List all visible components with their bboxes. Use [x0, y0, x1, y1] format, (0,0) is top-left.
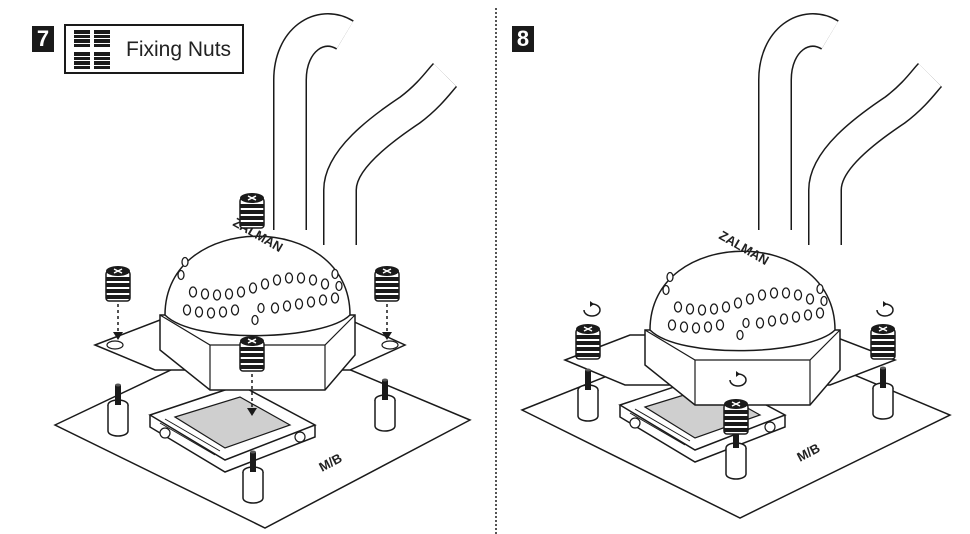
fixing-nut [870, 323, 896, 360]
fixing-nuts-label: Fixing Nuts [126, 38, 232, 61]
rotate-arrow-icon [583, 300, 601, 317]
fixing-nut [575, 323, 601, 360]
step-divider [495, 8, 497, 534]
fixing-nut [105, 265, 131, 302]
fixing-nuts-icon [74, 30, 110, 69]
fixing-nuts-legend: Fixing Nuts [64, 24, 244, 74]
step-8-badge: 8 [512, 26, 534, 52]
fixing-nut [239, 335, 265, 372]
pump-head [644, 250, 841, 406]
standoff-post [872, 365, 894, 420]
fixing-nut [723, 398, 749, 435]
rotate-arrow-icon [876, 300, 894, 317]
step-7-badge: 7 [32, 26, 54, 52]
fixing-nut [374, 265, 400, 302]
step-7-scene: M/B ZALMAN [53, 13, 472, 529]
step-8-scene: M/B ZALMAN [520, 13, 952, 519]
standoff-post [577, 367, 599, 422]
fixing-nut [239, 192, 265, 229]
